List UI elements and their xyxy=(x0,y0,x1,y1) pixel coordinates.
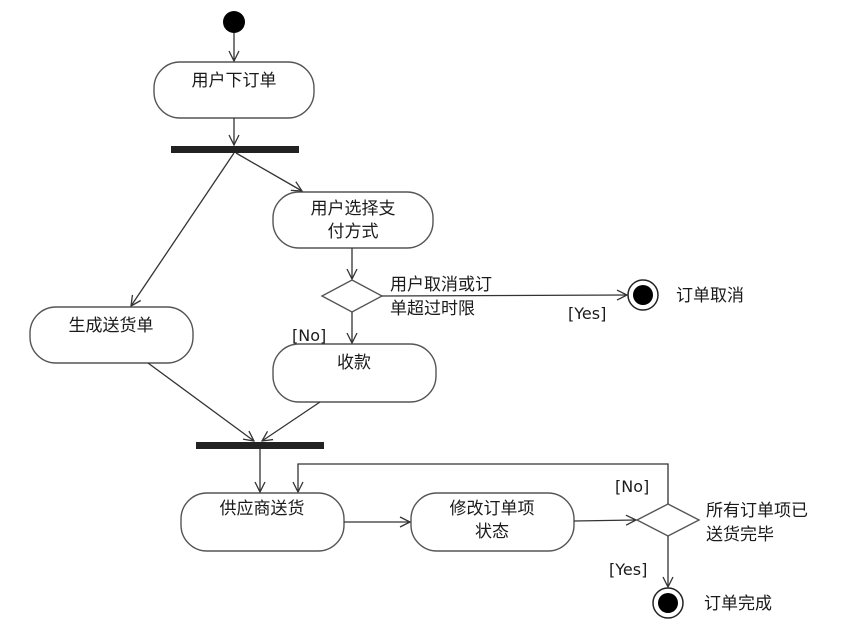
join-bar xyxy=(196,442,324,449)
activity-collect-payment-label: 收款 xyxy=(337,353,371,373)
final-node-cancelled xyxy=(627,279,659,311)
decision-cancel-diamond xyxy=(320,279,384,313)
activity-update-item-status-line2: 状态 xyxy=(475,522,509,542)
decision-delivered-line1: 所有订单项已 xyxy=(706,501,808,521)
activity-generate-delivery: 生成送货单 xyxy=(29,306,194,364)
guard-delivered-no: [No] xyxy=(615,477,649,496)
edges xyxy=(131,33,668,587)
edge-update-to-decision xyxy=(573,520,636,521)
initial-node xyxy=(223,11,245,33)
edge-decision-to-cancelled xyxy=(381,295,627,296)
guard-delivered-yes: [Yes] xyxy=(609,560,647,579)
activity-choose-payment-line1: 用户选择支 xyxy=(311,199,396,219)
edge-fork-to-payment xyxy=(235,152,302,191)
edge-fork-to-delivery-doc xyxy=(131,152,235,306)
activity-generate-delivery-label: 生成送货单 xyxy=(69,316,154,336)
decision-cancel-line2: 单超过时限 xyxy=(390,299,475,319)
final-cancelled-label: 订单取消 xyxy=(676,286,744,306)
activity-supplier-delivery: 供应商送货 xyxy=(180,492,345,552)
guard-cancel-no: [No] xyxy=(292,326,326,345)
guard-cancel-yes: [Yes] xyxy=(568,304,606,323)
activity-choose-payment: 用户选择支 付方式 xyxy=(272,191,434,249)
decision-delivered-diamond xyxy=(635,503,701,537)
decision-cancel-line1: 用户取消或订 xyxy=(390,275,492,295)
edge-collect-to-join xyxy=(262,401,321,441)
activity-update-item-status: 修改订单项 状态 xyxy=(410,492,575,552)
final-node-completed xyxy=(652,587,684,619)
decision-delivered-line2: 送货完毕 xyxy=(706,525,774,545)
activity-collect-payment: 收款 xyxy=(272,343,437,403)
activity-place-order: 用户下订单 xyxy=(153,61,315,119)
activity-update-item-status-line1: 修改订单项 xyxy=(450,499,535,519)
edge-decision-loop-back xyxy=(298,463,669,504)
activity-supplier-delivery-label: 供应商送货 xyxy=(220,499,305,519)
fork-bar-top xyxy=(171,146,299,153)
edge-delivery-doc-to-join xyxy=(147,362,254,441)
activity-place-order-label: 用户下订单 xyxy=(192,71,277,91)
final-completed-label: 订单完成 xyxy=(704,594,772,614)
activity-choose-payment-line2: 付方式 xyxy=(328,222,379,242)
